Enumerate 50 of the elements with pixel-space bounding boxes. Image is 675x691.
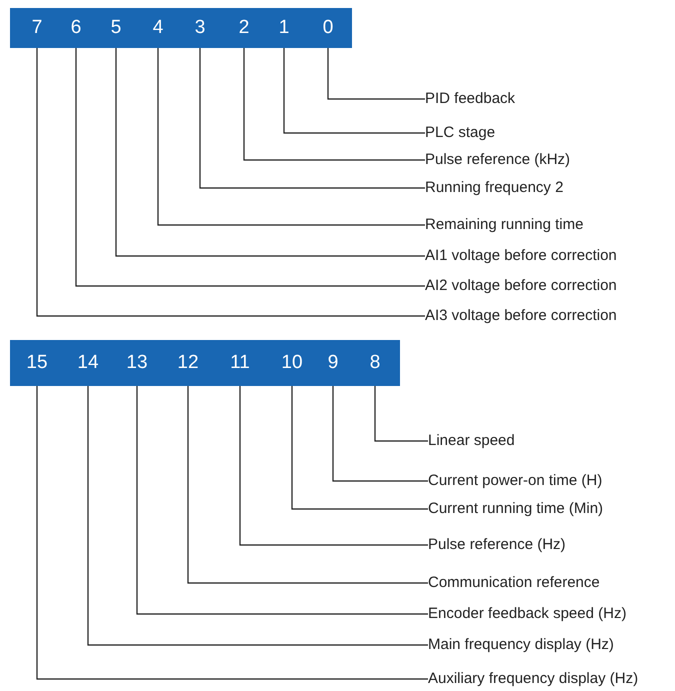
leader-line [374,386,428,442]
leader-line [291,386,428,510]
bit-number: 3 [180,8,220,48]
parameter-label: Remaining running time [425,215,584,235]
parameter-label: Main frequency display (Hz) [428,635,614,655]
parameter-label: PLC stage [425,123,496,143]
bit-number: 8 [355,340,395,386]
parameter-label: Auxiliary frequency display (Hz) [428,669,638,689]
leader-line [115,48,425,257]
leader-line [239,386,428,546]
bit-number: 15 [17,340,57,386]
leader-line [36,48,425,317]
parameter-label: Communication reference [428,573,600,593]
parameter-label: Current running time (Min) [428,499,604,519]
bit-number: 9 [313,340,353,386]
bit-number: 13 [117,340,157,386]
bit-number: 12 [168,340,208,386]
parameter-label: Pulse reference (Hz) [428,535,566,555]
leader-line [199,48,425,189]
parameter-label: AI3 voltage before correction [425,306,617,326]
leader-line [136,386,428,615]
parameter-label: Current power-on time (H) [428,471,602,491]
parameter-label: AI2 voltage before correction [425,276,617,296]
parameter-label: Encoder feedback speed (Hz) [428,604,626,624]
bit-number: 14 [68,340,108,386]
leader-line [87,386,428,646]
bit-number: 5 [96,8,136,48]
bit-number: 2 [224,8,264,48]
leader-line [75,48,425,287]
bit-number: 6 [56,8,96,48]
leader-line [36,386,428,680]
bit-number: 0 [308,8,348,48]
parameter-label: Pulse reference (kHz) [425,150,570,170]
leader-line [243,48,425,161]
parameter-label: AI1 voltage before correction [425,246,617,266]
leader-line [332,386,428,482]
leader-line [327,48,425,100]
leader-line [157,48,425,226]
leader-line [187,386,428,584]
bit-number: 7 [17,8,57,48]
register-bar [10,8,352,48]
leader-line [283,48,425,134]
bit-number: 11 [220,340,260,386]
parameter-label: Linear speed [428,431,515,451]
bit-number: 10 [272,340,312,386]
parameter-label: PID feedback [425,89,516,109]
bit-number: 1 [264,8,304,48]
register-bar [10,340,400,386]
parameter-label: Running frequency 2 [425,178,564,198]
bit-number: 4 [138,8,178,48]
